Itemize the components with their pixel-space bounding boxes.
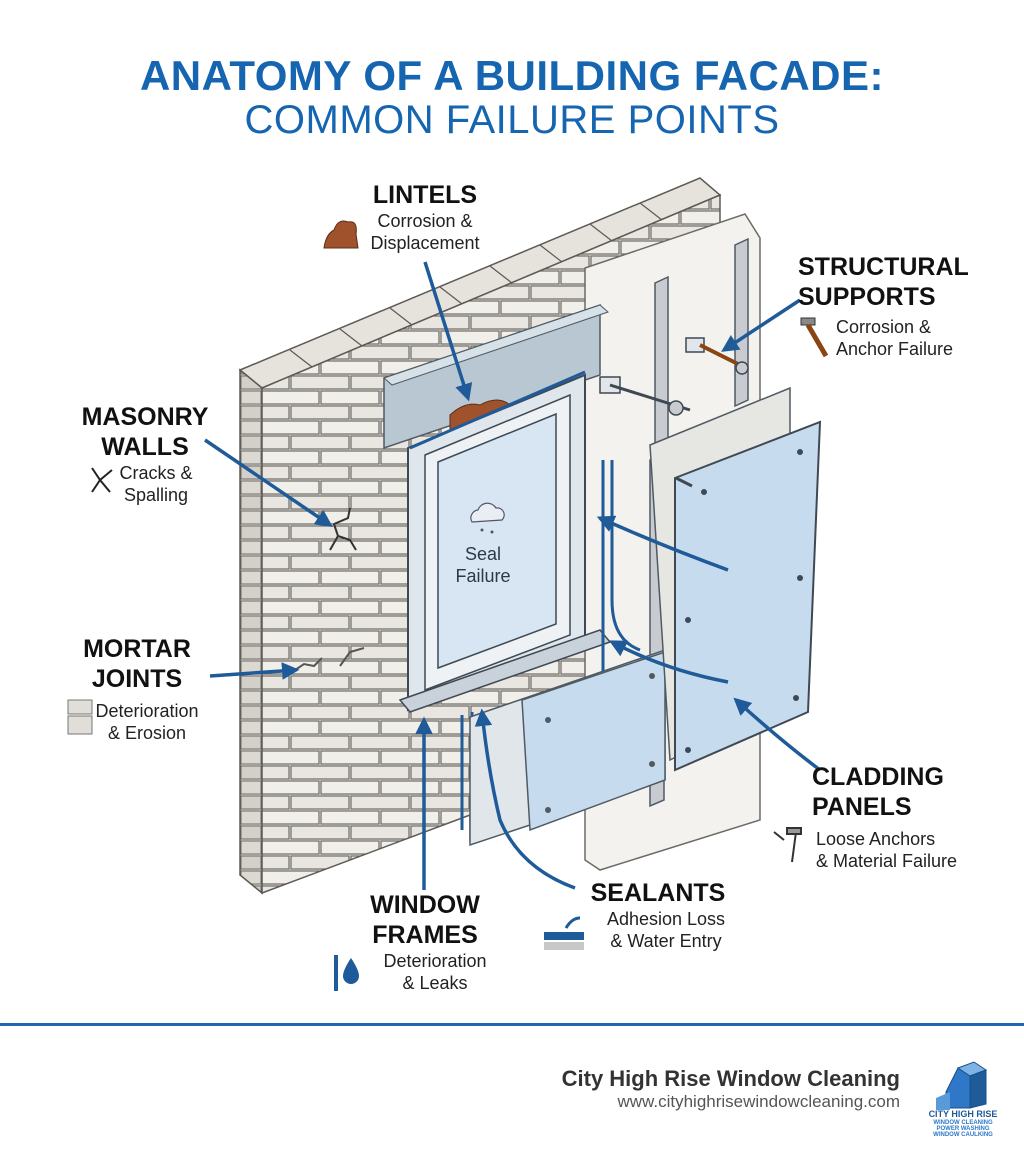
sealant-bead	[601, 460, 641, 690]
structural-desc-2: Anchor Failure	[836, 339, 954, 359]
lintels-name: LINTELS	[372, 181, 478, 209]
window-desc-2: & Leaks	[402, 973, 468, 993]
wall-side	[239, 368, 263, 895]
cladding-name-1: CLADDING	[812, 763, 944, 791]
company-name: City High Rise Window Cleaning	[561, 1066, 900, 1091]
mortar-desc-2: & Erosion	[107, 723, 187, 743]
masonry-name-1: MASONRY	[81, 403, 209, 431]
masonry-crack	[329, 507, 357, 551]
screw-icon	[773, 827, 802, 863]
cladding-desc-2: & Material Failure	[816, 851, 958, 871]
window-desc-1: Deterioration	[383, 951, 487, 971]
sealants-desc-1: Adhesion Loss	[606, 909, 726, 929]
label-masonry-walls: MASONRY WALLS Cracks & Spalling	[70, 402, 220, 506]
leader-arrows	[204, 261, 822, 890]
cladding-name-2: PANELS	[812, 793, 912, 821]
masonry-name-2: WALLS	[101, 433, 189, 461]
arrow-structural	[721, 298, 801, 352]
seal-failure-label: Seal Failure	[448, 543, 518, 587]
arrow-sealant-mid	[608, 640, 729, 684]
arrow-sealants	[474, 708, 576, 890]
lintels-desc-1: Corrosion &	[377, 211, 473, 231]
logo-line-3: POWER WASHING	[936, 1126, 989, 1132]
arrow-masonry	[204, 438, 333, 527]
logo-line-2: WINDOW CLEANING	[933, 1120, 993, 1126]
mortar-desc-1: Deterioration	[95, 701, 199, 721]
crack-icon	[91, 467, 113, 493]
cladding-panel-lower	[469, 648, 666, 847]
label-mortar-joints: MORTAR JOINTS Deterioration & Erosion	[62, 634, 212, 744]
label-structural-supports: STRUCTURAL SUPPORTS Corrosion & Anchor F…	[798, 252, 1008, 360]
label-window-frames: WINDOW FRAMES Deterioration & Leaks	[350, 890, 500, 994]
company-url[interactable]: www.cityhighrisewindowcleaning.com	[617, 1092, 900, 1111]
facade-illustration	[67, 177, 829, 991]
structural-name-1: STRUCTURAL	[798, 253, 969, 281]
masonry-desc-1: Cracks &	[119, 463, 193, 483]
cladding-desc-1: Loose Anchors	[816, 829, 936, 849]
structural-name-2: SUPPORTS	[798, 283, 936, 311]
arrow-lintels	[423, 261, 473, 402]
title-line-1: ANATOMY OF A BUILDING FACADE:	[139, 52, 885, 99]
cloud-icon	[470, 502, 505, 534]
structural-desc-1: Corrosion &	[836, 317, 932, 337]
arrow-sealant-upper	[596, 515, 729, 572]
label-sealants: SEALANTS Adhesion Loss & Water Entry	[578, 878, 738, 952]
arrow-cladding	[733, 697, 822, 772]
sealants-desc-2: & Water Entry	[610, 931, 722, 951]
window-name-2: FRAMES	[372, 921, 478, 949]
mortar-name-1: MORTAR	[83, 635, 191, 663]
window-frame	[398, 370, 612, 713]
anchor-brackets	[599, 337, 749, 416]
company-logo: CITY HIGH RISE WINDOW CLEANING POWER WAS…	[929, 1061, 998, 1138]
logo-line-4: WINDOW CAULKING	[933, 1132, 993, 1138]
window-name-1: WINDOW	[370, 891, 480, 919]
label-cladding-panels: CLADDING PANELS Loose Anchors & Material…	[812, 762, 1012, 872]
masonry-desc-2: Spalling	[123, 485, 189, 505]
mortar-icon	[67, 699, 93, 735]
rust-icon	[323, 220, 359, 249]
mortar-name-2: JOINTS	[91, 665, 183, 693]
logo-line-1: CITY HIGH RISE	[929, 1109, 998, 1119]
cladding-panel-front	[674, 420, 822, 772]
title-line-2: COMMON FAILURE POINTS	[244, 98, 780, 142]
water-drop-icon	[334, 955, 359, 991]
label-lintels: LINTELS Corrosion & Displacement	[345, 180, 505, 254]
sealants-name: SEALANTS	[590, 879, 726, 907]
sealant-bead-icon	[544, 916, 584, 950]
arrow-mortar	[209, 662, 300, 680]
seal-line-2: Failure	[455, 566, 511, 586]
seal-line-1: Seal	[464, 544, 502, 564]
footer-divider	[0, 1023, 1024, 1026]
lintels-desc-2: Displacement	[370, 233, 480, 253]
bolt-icon	[800, 317, 829, 358]
